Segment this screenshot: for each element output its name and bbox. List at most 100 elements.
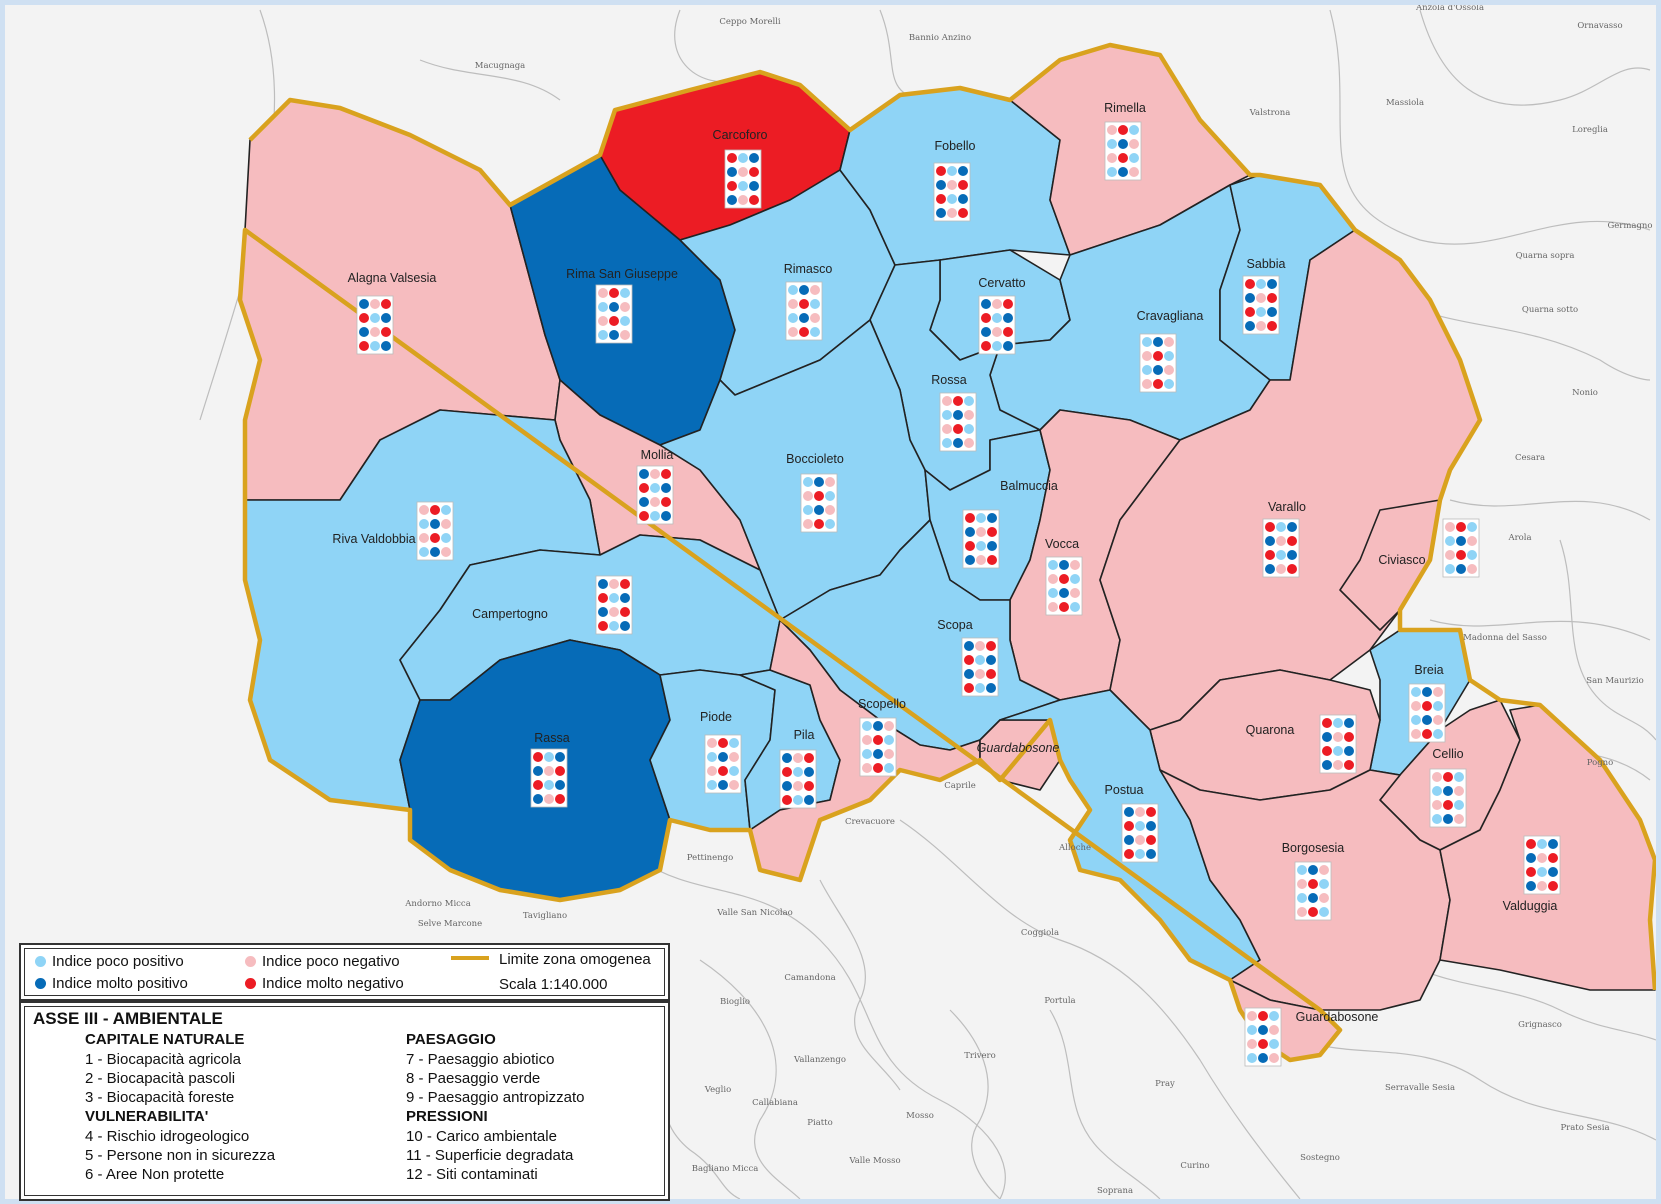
index-dot-icon [873, 721, 883, 731]
index-dot-icon [1433, 701, 1443, 711]
index-dot-icon [1333, 760, 1343, 770]
index-dot-icon [942, 438, 952, 448]
index-dot-icon [976, 541, 986, 551]
index-dot-icon [1445, 536, 1455, 546]
index-icons [636, 465, 674, 525]
index-dot-icon [661, 483, 671, 493]
index-dot-icon [799, 327, 809, 337]
red-dot-icon [245, 978, 256, 989]
index-dot-icon [1129, 153, 1139, 163]
index-dot-icon [1247, 1053, 1257, 1063]
place-name: Soprana [1097, 1186, 1133, 1196]
place-name: Massiola [1386, 98, 1424, 108]
index-dot-icon [1129, 125, 1139, 135]
group-item: 4 - Rischio idrogeologico [85, 1128, 250, 1145]
legend-molto-positivo: Indice molto positivo [35, 975, 188, 992]
index-dot-icon [987, 541, 997, 551]
municipality-label: Postua [1105, 783, 1144, 797]
group-item: 1 - Biocapacità agricola [85, 1051, 241, 1068]
index-dot-icon [749, 153, 759, 163]
index-dot-icon [975, 655, 985, 665]
index-dot-icon [1118, 167, 1128, 177]
index-dot-icon [1526, 839, 1536, 849]
index-dot-icon [1247, 1011, 1257, 1021]
place-name: Pray [1155, 1079, 1175, 1089]
index-dot-icon [1297, 865, 1307, 875]
index-dot-icon [1433, 715, 1443, 725]
index-dot-icon [965, 555, 975, 565]
index-dot-icon [1003, 313, 1013, 323]
place-name: Nonio [1572, 388, 1598, 398]
index-dot-icon [873, 735, 883, 745]
group-heading: PRESSIONI [406, 1108, 488, 1125]
index-dot-icon [1319, 865, 1329, 875]
index-dot-icon [884, 749, 894, 759]
index-dot-icon [661, 469, 671, 479]
legend-limite: Limite zona omogenea [451, 951, 651, 968]
index-dot-icon [947, 194, 957, 204]
index-dot-icon [1537, 867, 1547, 877]
index-dot-icon [1118, 153, 1128, 163]
index-dot-icon [992, 327, 1002, 337]
municipality-label: Varallo [1268, 500, 1306, 514]
place-name: Vallanzengo [793, 1055, 846, 1065]
municipality-label: Mollia [641, 448, 674, 462]
index-dot-icon [650, 469, 660, 479]
index-dot-icon [964, 641, 974, 651]
index-dot-icon [1265, 564, 1275, 574]
index-dot-icon [620, 288, 630, 298]
municipality-label: Cervatto [978, 276, 1025, 290]
index-dot-icon [1322, 746, 1332, 756]
light-pink-dot-icon [245, 956, 256, 967]
index-icons [704, 734, 742, 794]
municipality-label: Piode [700, 710, 732, 724]
index-dot-icon [814, 519, 824, 529]
place-name: Germagno [1607, 221, 1652, 231]
index-dot-icon [620, 607, 630, 617]
index-dot-icon [987, 527, 997, 537]
index-dot-icon [1422, 687, 1432, 697]
index-dot-icon [1003, 341, 1013, 351]
index-dot-icon [718, 766, 728, 776]
index-dot-icon [981, 341, 991, 351]
index-dot-icon [1467, 550, 1477, 560]
index-dot-icon [1432, 772, 1442, 782]
index-dot-icon [1411, 701, 1421, 711]
index-dot-icon [555, 794, 565, 804]
index-dot-icon [987, 555, 997, 565]
index-icons [1242, 275, 1280, 335]
index-dot-icon [1164, 351, 1174, 361]
place-name: Piatto [807, 1118, 832, 1128]
index-dot-icon [1118, 125, 1128, 135]
index-dot-icon [1411, 729, 1421, 739]
index-dot-icon [1432, 786, 1442, 796]
municipality-label: Rima San Giuseppe [566, 267, 678, 281]
index-dot-icon [825, 505, 835, 515]
index-dot-icon [803, 519, 813, 529]
index-dot-icon [936, 208, 946, 218]
index-dot-icon [359, 341, 369, 351]
index-dot-icon [620, 316, 630, 326]
index-dot-icon [782, 781, 792, 791]
dark-blue-dot-icon [35, 978, 46, 989]
index-dot-icon [609, 593, 619, 603]
index-dot-icon [441, 533, 451, 543]
index-dot-icon [707, 738, 717, 748]
index-dot-icon [1456, 550, 1466, 560]
index-dot-icon [1276, 536, 1286, 546]
index-dot-icon [1344, 746, 1354, 756]
index-dot-icon [609, 288, 619, 298]
index-dot-icon [738, 181, 748, 191]
index-dot-icon [986, 641, 996, 651]
index-dot-icon [661, 511, 671, 521]
index-dot-icon [782, 767, 792, 777]
municipality-label: Riva Valdobbia [332, 532, 415, 546]
index-dot-icon [1322, 732, 1332, 742]
index-dot-icon [1276, 564, 1286, 574]
index-dot-icon [609, 607, 619, 617]
index-legend: Indice poco positivo Indice poco negativ… [19, 943, 670, 1001]
index-dot-icon [936, 166, 946, 176]
municipality-label: Campertogno [472, 607, 548, 621]
place-name: Valle Mosso [848, 1156, 900, 1166]
place-name: Veglio [704, 1085, 731, 1095]
